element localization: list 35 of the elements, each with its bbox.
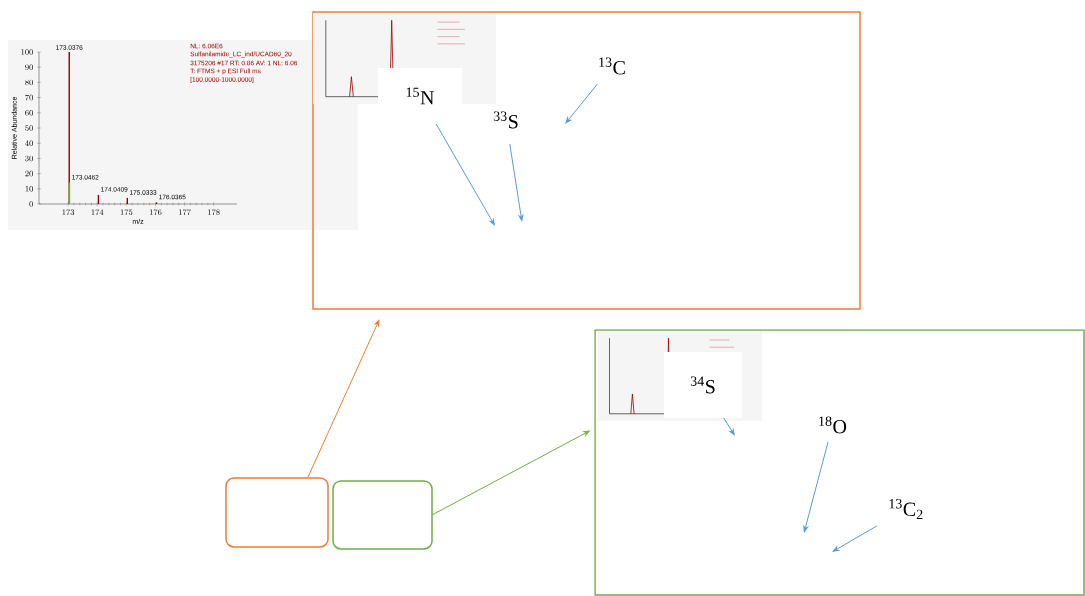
- y-tick-label: 50: [25, 125, 33, 131]
- y-tick-label: 90: [25, 64, 33, 70]
- x-tick-label: 178: [208, 209, 220, 215]
- x-tick-label: 173: [62, 209, 75, 215]
- arrow: [509, 143, 524, 222]
- y-tick-label: 80: [25, 79, 33, 86]
- isotope-label: $^{13}$C: [599, 57, 625, 75]
- arrow: [723, 417, 735, 436]
- frame-box: [312, 11, 861, 310]
- y-tick-label: 30: [25, 155, 33, 162]
- isotope-label: $^{15}$N: [378, 68, 462, 124]
- rounded-box: [225, 477, 329, 548]
- x-tick-label: 176: [149, 209, 162, 215]
- rounded-box: [332, 480, 433, 550]
- frame-box: [594, 329, 1085, 596]
- arrow: [435, 123, 495, 226]
- isotope-label: $^{33}$S: [493, 111, 518, 129]
- arrow: [803, 441, 829, 533]
- y-tick-label: 20: [25, 170, 33, 177]
- x-tick-label: 174: [91, 209, 104, 215]
- isotope-label: $^{34}$S: [664, 352, 742, 418]
- y-tick-label: 0: [29, 201, 33, 207]
- y-tick-label: 10: [25, 186, 33, 192]
- x-tick-label: 177: [178, 209, 191, 215]
- isotope-label: $^{18}$O: [819, 416, 847, 434]
- y-tick-label: 100: [21, 49, 33, 55]
- arrow: [307, 319, 380, 479]
- y-tick-label: 40: [25, 140, 33, 146]
- y-tick-label: 70: [25, 94, 33, 101]
- isotope-label: $^{13}$C$_{2}$: [889, 499, 923, 519]
- y-tick-label: 60: [25, 110, 33, 116]
- arrow: [832, 525, 878, 552]
- arrow: [565, 83, 598, 124]
- arrow: [431, 430, 590, 516]
- x-tick-label: 175: [120, 209, 133, 215]
